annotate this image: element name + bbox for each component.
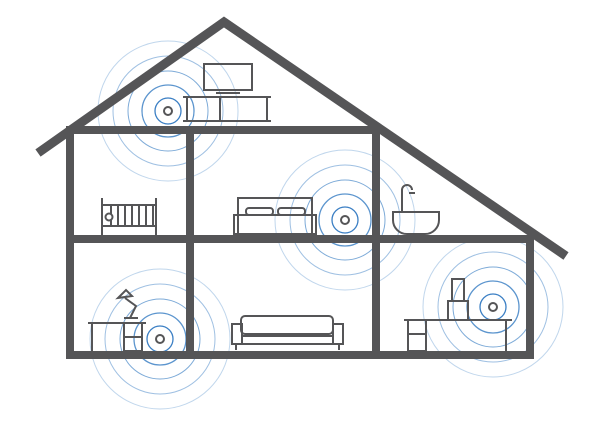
wifi-router-icon [340, 215, 350, 225]
bed-icon [233, 197, 317, 235]
desk-lamp-icon [88, 288, 146, 352]
signal-ring [331, 206, 359, 234]
signal-ring [437, 251, 549, 363]
signal-ring [274, 149, 416, 291]
signal-ring [104, 283, 216, 395]
signal-ring [289, 164, 401, 276]
wifi-router-icon [155, 334, 165, 344]
crib-icon [101, 198, 157, 235]
bathtub-icon [392, 184, 440, 235]
wifi-router-icon [163, 106, 173, 116]
signal-ring [89, 268, 231, 410]
roof [35, 16, 569, 260]
signal-ring [127, 70, 209, 152]
signal-ring [141, 84, 195, 138]
house-structure [35, 16, 569, 359]
signal-ring [304, 179, 386, 261]
sofa-icon [231, 315, 344, 350]
wifi-router-study [89, 268, 231, 410]
signal-ring [318, 193, 372, 247]
wifi-router-bedroom [274, 149, 416, 291]
signal-ring [119, 298, 201, 380]
kitchen-counter-icon [404, 278, 512, 352]
wifi-router-icon [488, 302, 498, 312]
signal-ring [154, 97, 182, 125]
tv-icon [183, 63, 271, 122]
